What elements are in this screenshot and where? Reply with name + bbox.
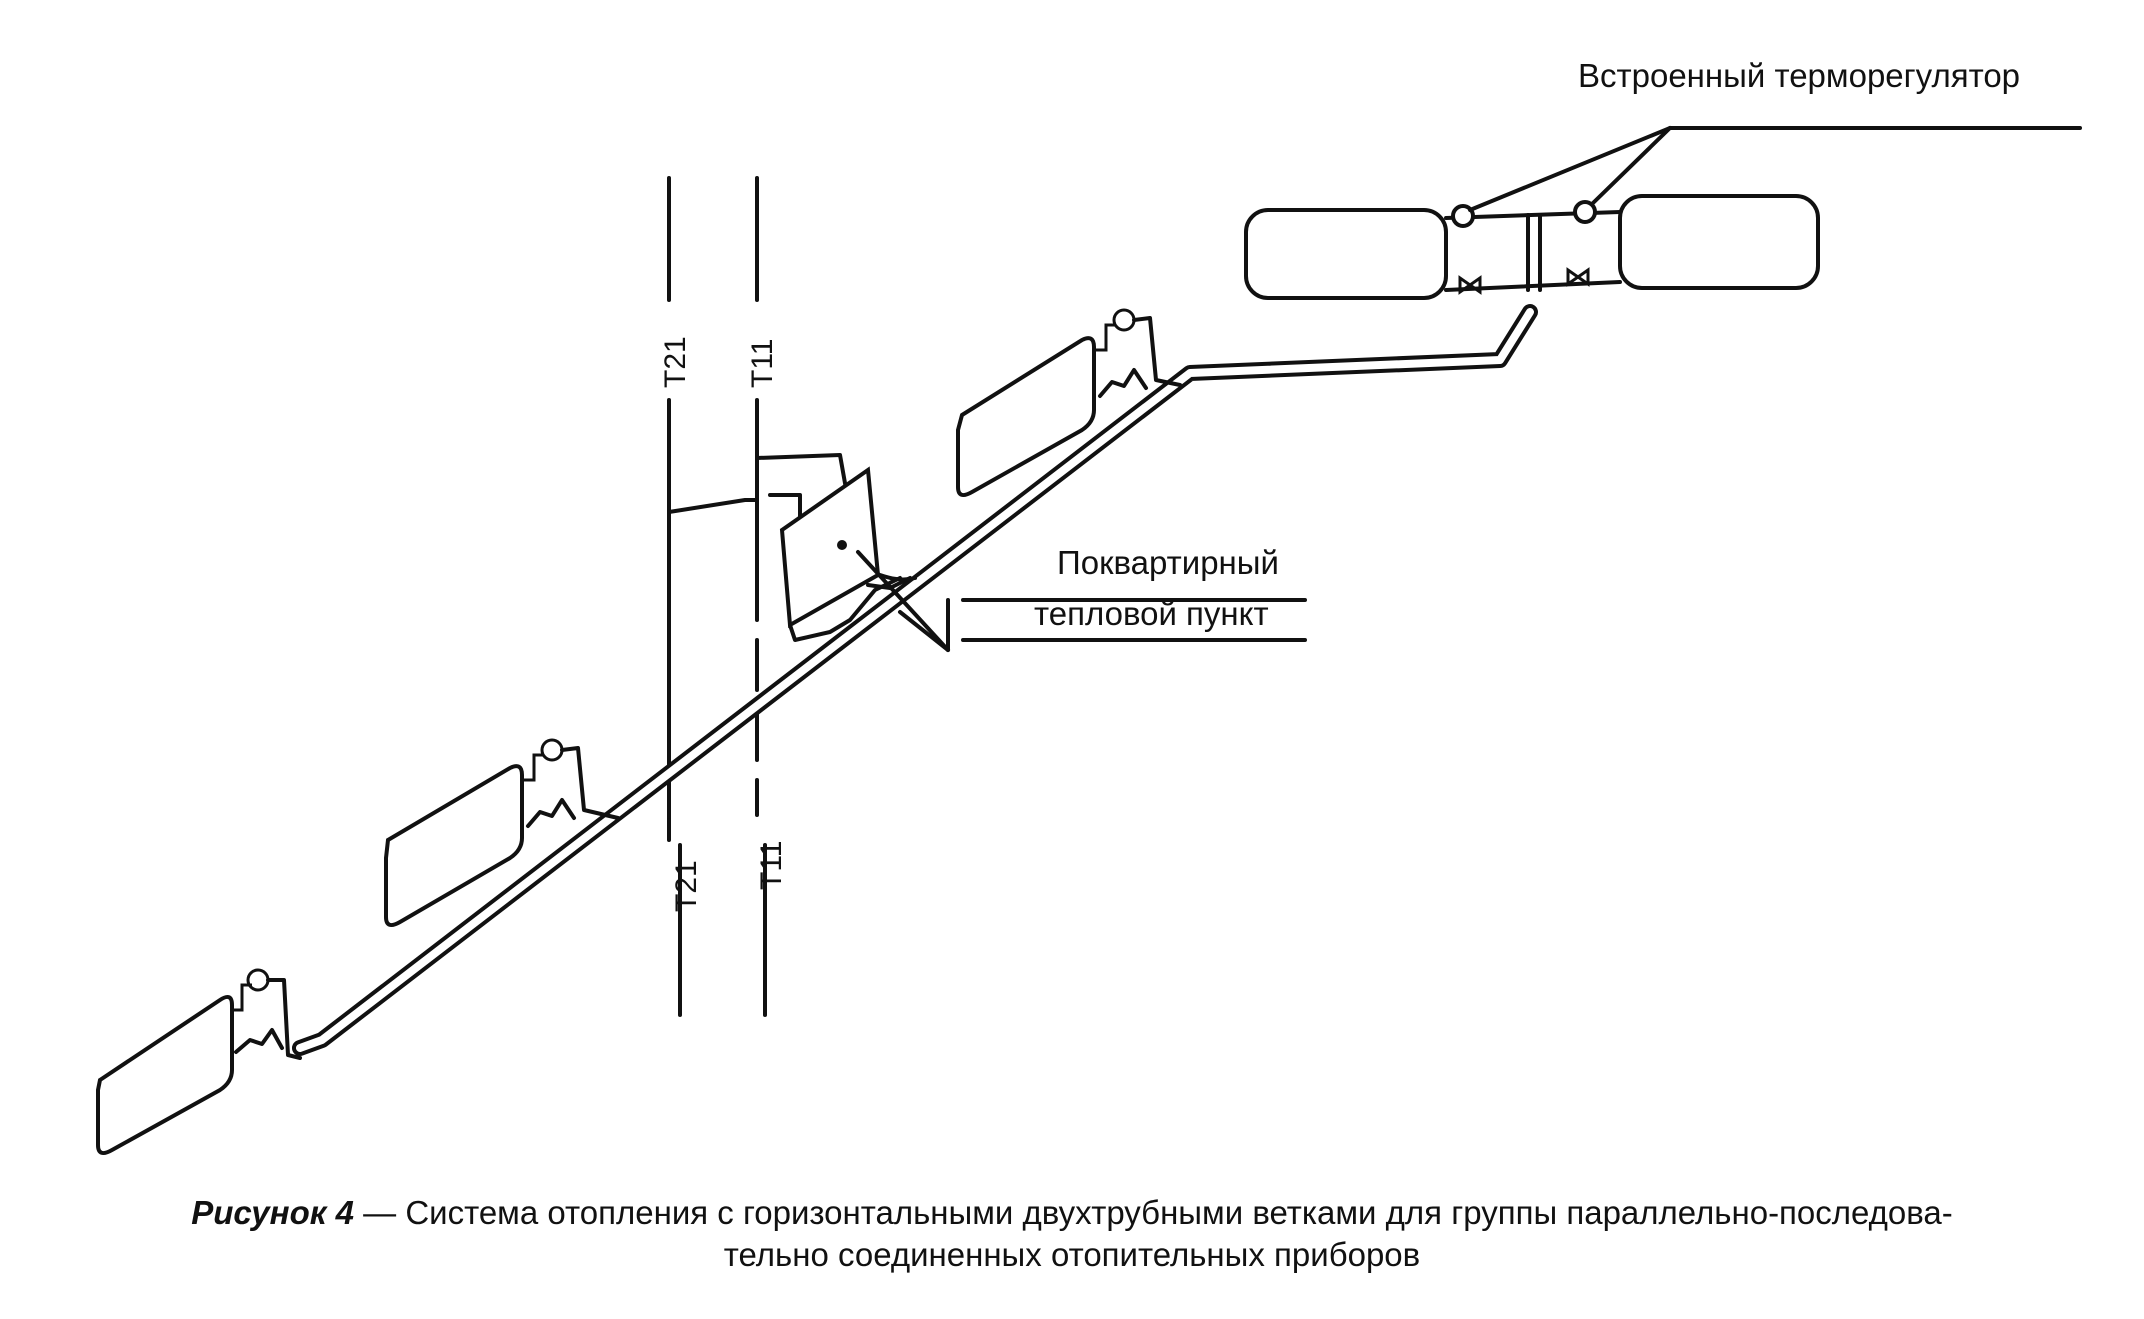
- radiator-2: [384, 738, 620, 928]
- riser-t21: [667, 176, 682, 1017]
- riser-t11: [755, 176, 767, 1017]
- thermo-valve-right: [1573, 200, 1597, 224]
- riser-label-t21-bottom: T21: [670, 860, 703, 912]
- heat-point-label-line2: тепловой пункт: [1034, 595, 1269, 632]
- riser-label-t21-top: T21: [659, 336, 692, 388]
- figure-caption-line2: тельно соединенных отопительных приборов: [723, 1236, 1421, 1273]
- riser-label-t11-top: T11: [746, 339, 779, 388]
- heat-point-leader: [856, 550, 1307, 652]
- radiator-1: [96, 968, 302, 1156]
- figure-caption: Рисунок 4 — Система отопления с горизонт…: [0, 1192, 2144, 1234]
- thermo-regulator-leader: [1468, 126, 2082, 212]
- riser-branch: [667, 498, 759, 514]
- balancing-valve-right: [1566, 267, 1590, 287]
- thermo-regulator-label: Встроенный терморегулятор: [1578, 57, 2020, 94]
- caption-line1: — Система отопления с горизонтальными дв…: [353, 1194, 1953, 1231]
- thermo-valve-left: [1451, 204, 1475, 228]
- radiator-pair-top: [1244, 194, 1820, 300]
- heat-point-label-line1: Поквартирный: [1057, 544, 1279, 581]
- figure-label: Рисунок 4: [191, 1194, 354, 1231]
- radiator-3: [956, 308, 1182, 498]
- horizontal-branch-pipe: [292, 304, 1538, 1056]
- riser-label-t11-bottom: T11: [755, 841, 788, 890]
- balancing-valve-left: [1458, 275, 1482, 295]
